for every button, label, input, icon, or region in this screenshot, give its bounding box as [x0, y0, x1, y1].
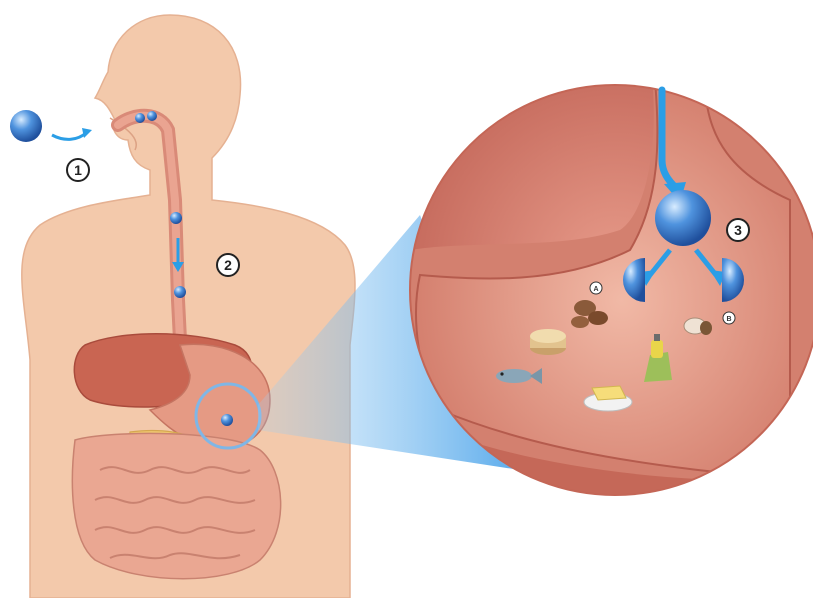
capsule-in-stomach [221, 414, 233, 426]
sub-marker-a-label: A [593, 286, 598, 293]
step-marker-2: 2 [217, 254, 239, 276]
sub-marker-a: A [590, 282, 602, 294]
step-label-2: 2 [224, 257, 232, 273]
step-marker-3: 3 [727, 219, 749, 241]
step-label-1: 1 [74, 162, 82, 178]
capsule-icon [10, 110, 42, 142]
cheese-icon [530, 329, 566, 355]
sub-marker-b-label: B [726, 316, 731, 323]
arrow-to-mouth [52, 133, 86, 139]
sub-marker-b: B [723, 312, 735, 324]
intestines [72, 433, 280, 578]
step-marker-1: 1 [67, 159, 89, 181]
step-label-3: 3 [734, 222, 742, 238]
capsule-large [655, 190, 711, 246]
